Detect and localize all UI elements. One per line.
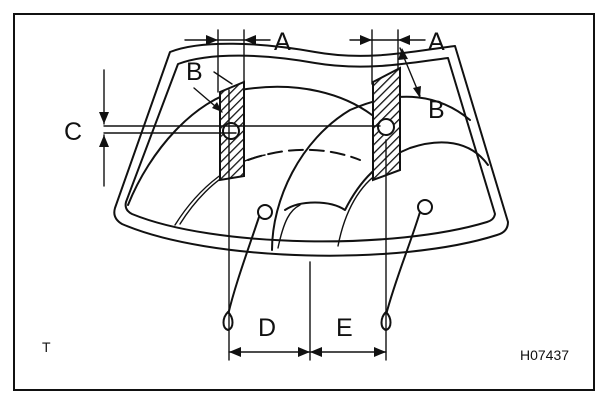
label-b-left: B xyxy=(186,58,203,86)
a-left-arrow-1 xyxy=(206,35,218,45)
c-arrow-up xyxy=(99,135,109,147)
right-arm-pivot xyxy=(417,199,433,215)
label-c: C xyxy=(64,118,82,146)
d-arrow-right xyxy=(298,347,310,357)
left-pivot-circle xyxy=(222,122,240,140)
label-e: E xyxy=(336,314,353,342)
left-wipe-arc-dashed xyxy=(247,148,361,161)
corner-mark: T xyxy=(42,339,51,355)
label-b-right: B xyxy=(428,96,445,124)
right-wipe-arc-mid xyxy=(277,204,301,249)
left-wipe-arc-outer xyxy=(127,85,373,206)
label-a-right: A xyxy=(428,28,445,56)
a-left-arrow-2 xyxy=(244,35,256,45)
e-arrow-left xyxy=(310,347,322,357)
left-nozzle-icon xyxy=(222,310,234,332)
label-a-left: A xyxy=(274,28,291,56)
b-left-arrow xyxy=(212,102,222,112)
windshield-inner-outline xyxy=(124,54,496,243)
left-arm-pivot xyxy=(257,204,273,220)
b-right-arrow-1 xyxy=(398,48,408,60)
left-arm-link xyxy=(227,216,260,316)
right-wipe-arc-outer xyxy=(271,95,471,251)
diagram-frame xyxy=(13,13,595,391)
b-right-arrow-2 xyxy=(413,86,421,98)
d-arrow-left xyxy=(229,347,241,357)
c-arrow-down xyxy=(99,112,109,124)
e-arrow-right xyxy=(374,347,386,357)
a-right-arrow-1 xyxy=(360,35,372,45)
label-d: D xyxy=(258,314,276,342)
right-arm-link xyxy=(385,211,421,316)
windshield-outline xyxy=(113,42,509,257)
right-pivot-circle xyxy=(377,118,395,136)
b-left-leader-2 xyxy=(213,71,233,85)
figure-code: H07437 xyxy=(520,347,569,363)
a-right-arrow-2 xyxy=(398,35,410,45)
